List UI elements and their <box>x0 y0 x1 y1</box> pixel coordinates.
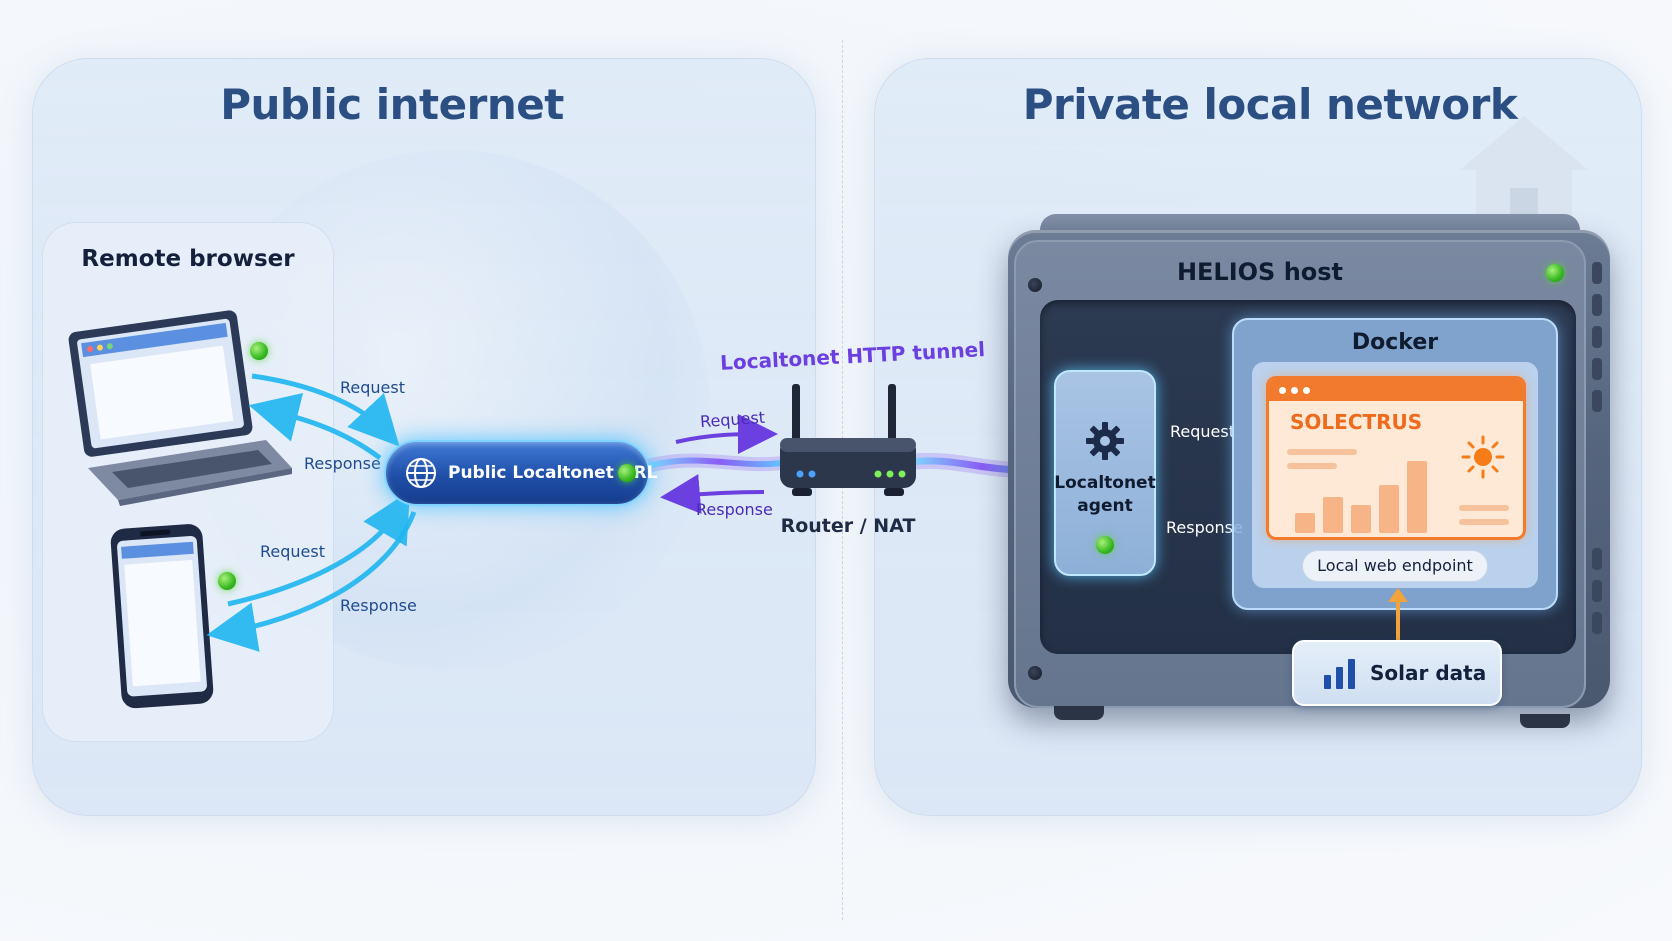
agent-label-line1: Localtonet <box>1054 473 1156 493</box>
localtonet-agent-label: Localtonet agent <box>1054 472 1156 518</box>
helios-host-title: HELIOS host <box>1176 258 1344 286</box>
remote-browser-title: Remote browser <box>81 246 295 272</box>
bar-chart-graphic <box>1287 449 1509 533</box>
host-screw <box>1028 666 1042 680</box>
public-url-status-dot <box>618 464 636 482</box>
phone-icon[interactable] <box>104 516 224 716</box>
host-vent <box>1592 390 1602 412</box>
solar-data-card[interactable]: Solar data <box>1292 640 1502 706</box>
agent-label-line2: agent <box>1077 496 1133 516</box>
app-title-bar <box>1269 379 1523 401</box>
public-url-label: Public Localtonet URL <box>448 463 658 483</box>
laptop-request-label: Request <box>340 378 405 397</box>
window-dot <box>1279 387 1286 394</box>
host-vent <box>1592 580 1602 602</box>
laptop-response-label: Response <box>304 454 381 473</box>
window-dot <box>1303 387 1310 394</box>
public-url-pill[interactable]: Public Localtonet URL <box>384 440 657 506</box>
host-vent <box>1592 358 1602 380</box>
solectrus-app-name: SOLECTRUS <box>1290 410 1423 434</box>
gear-icon <box>1086 422 1124 460</box>
sun-icon <box>1461 435 1505 479</box>
tunnel-response-label: Response <box>696 500 773 519</box>
public-internet-title: Public internet <box>220 80 564 129</box>
host-foot <box>1054 706 1104 720</box>
solectrus-app-window[interactable] <box>1266 376 1526 540</box>
private-network-title: Private local network <box>1022 80 1518 129</box>
router-label: Router / NAT <box>780 515 916 537</box>
host-foot <box>1520 714 1570 728</box>
host-vent <box>1592 326 1602 348</box>
host-screw <box>1028 278 1042 292</box>
laptop-icon[interactable] <box>60 300 300 510</box>
host-vent <box>1592 612 1602 634</box>
bar-chart-icon <box>1324 659 1355 689</box>
laptop-status-dot <box>250 342 268 360</box>
agent-request-label: Request <box>1170 422 1235 441</box>
host-status-dot <box>1546 264 1564 282</box>
host-vent <box>1592 548 1602 570</box>
host-vent <box>1592 262 1602 284</box>
solar-to-docker-arrow <box>1388 588 1408 642</box>
agent-response-label: Response <box>1166 518 1243 537</box>
router-icon[interactable] <box>770 380 926 506</box>
phone-response-label: Response <box>340 596 417 615</box>
solar-data-label: Solar data <box>1370 661 1487 685</box>
window-dot <box>1291 387 1298 394</box>
docker-title: Docker <box>1351 330 1439 355</box>
globe-icon <box>404 455 438 491</box>
host-vent <box>1592 294 1602 316</box>
phone-status-dot <box>218 572 236 590</box>
agent-status-dot <box>1096 536 1114 554</box>
phone-request-label: Request <box>260 542 325 561</box>
local-web-endpoint[interactable]: Local web endpoint <box>1302 550 1488 582</box>
